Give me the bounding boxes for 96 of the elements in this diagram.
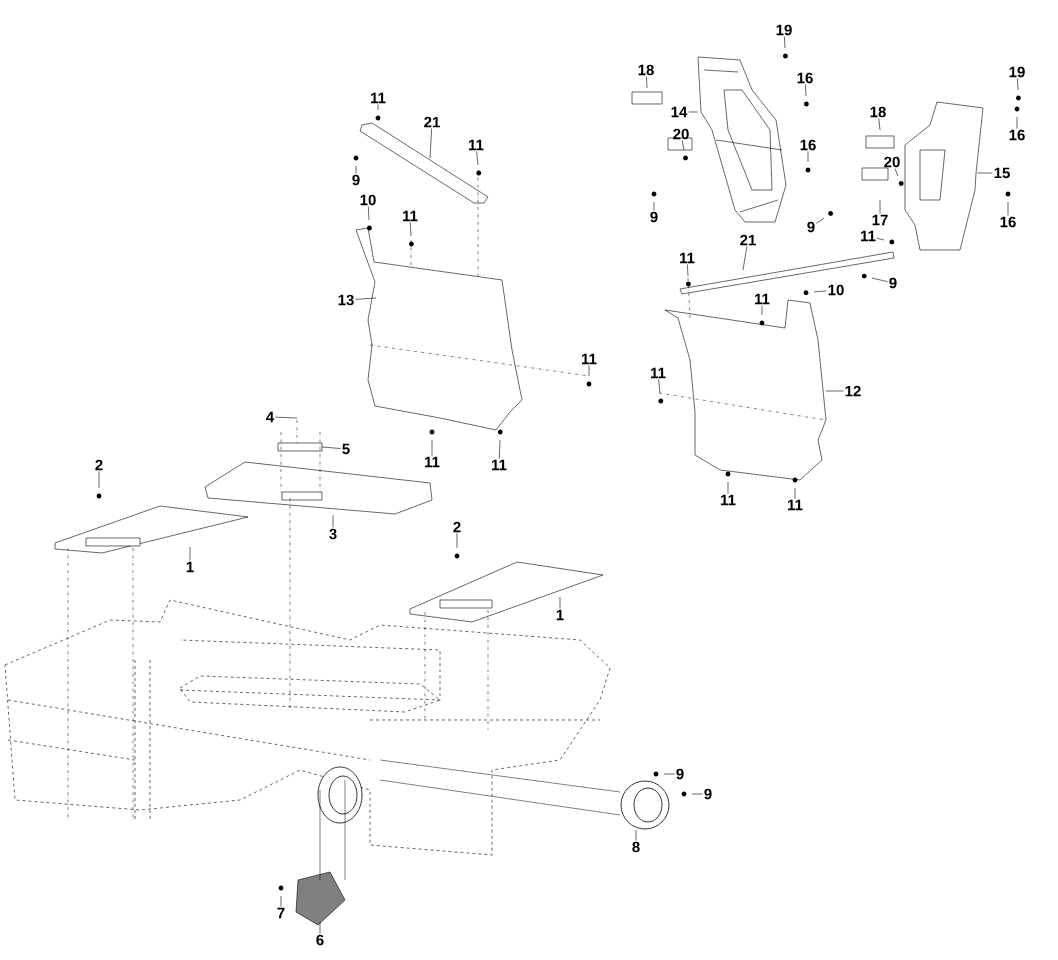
leader-line [456, 533, 458, 549]
leader-line [332, 514, 334, 528]
callout-number: 7 [277, 907, 285, 919]
leader-line [189, 546, 191, 561]
leader-line [646, 76, 648, 89]
callout-number: 13 [338, 294, 354, 306]
leader-line [681, 140, 685, 151]
leader-line [280, 895, 282, 907]
callout-number: 5 [342, 443, 350, 455]
leader-line [871, 277, 888, 283]
callout-number: 11 [680, 252, 695, 264]
leader-line [1017, 78, 1019, 91]
leader-line [498, 439, 501, 459]
leader-line [429, 128, 432, 159]
leader-line [1007, 201, 1009, 216]
callout-number: 20 [884, 156, 900, 168]
callout-number: 16 [1009, 129, 1025, 141]
leader-line [894, 168, 899, 177]
leader-line [691, 793, 703, 795]
leader-line [687, 264, 689, 277]
callout-number: 21 [740, 234, 756, 246]
callout-number: 11 [651, 367, 666, 379]
leader-line [368, 206, 370, 221]
leader-line [876, 238, 885, 241]
callout-number: 19 [1009, 66, 1025, 78]
callout-number: 16 [797, 72, 813, 84]
callout-number: 1 [556, 609, 564, 621]
callout-number: 10 [360, 194, 376, 206]
callout-number: 9 [650, 211, 658, 223]
callout-number: 12 [845, 385, 861, 397]
leader-line [431, 439, 433, 456]
callout-number: 3 [329, 528, 337, 540]
callout-number: 17 [872, 214, 888, 226]
leader-line [794, 487, 796, 499]
leader-line [98, 471, 100, 489]
callout-number: 1 [186, 561, 194, 573]
leader-line [784, 36, 786, 49]
callout-number: 9 [352, 174, 360, 186]
callout-number: 11 [425, 456, 440, 468]
callout-number: 11 [371, 92, 386, 104]
callout-number: 19 [776, 24, 792, 36]
side-cover-drawing [697, 56, 787, 223]
leader-line [807, 151, 809, 163]
callout-number: 2 [453, 521, 461, 533]
leader-line [658, 379, 661, 394]
leader-line [976, 172, 993, 174]
side-cover-drawing [904, 101, 984, 251]
callout-number: 6 [316, 934, 324, 946]
leader-line [727, 481, 729, 494]
leader-line [878, 118, 881, 131]
callout-number: 21 [424, 116, 440, 128]
leader-line [319, 921, 321, 934]
callout-number: 14 [671, 106, 688, 118]
leader-line [588, 365, 590, 377]
callout-number: 11 [403, 210, 418, 222]
leader-line [663, 773, 675, 775]
leader-line [742, 246, 748, 271]
leader-line [879, 199, 881, 214]
leader-line [816, 217, 825, 224]
callout-number: 9 [676, 768, 684, 780]
leader-line [653, 201, 655, 211]
leader-line [805, 84, 807, 97]
leader-line [410, 222, 412, 237]
leader-line [476, 151, 479, 166]
callout-number: 18 [870, 106, 886, 118]
callout-number: 11 [721, 494, 736, 506]
callout-number: 11 [492, 459, 507, 471]
leader-line [688, 111, 699, 113]
leader-line [761, 305, 763, 316]
callout-number: 16 [1000, 216, 1016, 228]
callout-number: 11 [861, 230, 876, 242]
callout-number: 9 [889, 277, 897, 289]
callout-number: 20 [673, 128, 689, 140]
callout-number: 18 [638, 64, 654, 76]
leader-line [355, 165, 357, 174]
leader-line [559, 596, 561, 609]
leader-line [825, 390, 844, 392]
callout-number: 10 [828, 284, 844, 296]
leader-line [813, 290, 827, 293]
leader-line [377, 104, 379, 111]
leader-line [355, 297, 377, 300]
callout-number: 11 [755, 293, 770, 305]
callout-number: 15 [994, 167, 1010, 179]
leader-line [321, 446, 341, 449]
callout-number: 8 [632, 841, 640, 853]
leader-line [275, 416, 298, 419]
leader-line [1016, 116, 1018, 129]
callout-number: 11 [469, 139, 484, 151]
callout-number: 4 [266, 411, 275, 423]
leader-line [635, 829, 637, 841]
callout-number: 2 [95, 459, 103, 471]
callout-number: 9 [807, 221, 815, 233]
callout-number: 16 [800, 139, 816, 151]
callout-number: 9 [704, 788, 712, 800]
callout-number: 11 [582, 353, 597, 365]
callout-number: 11 [788, 499, 803, 511]
